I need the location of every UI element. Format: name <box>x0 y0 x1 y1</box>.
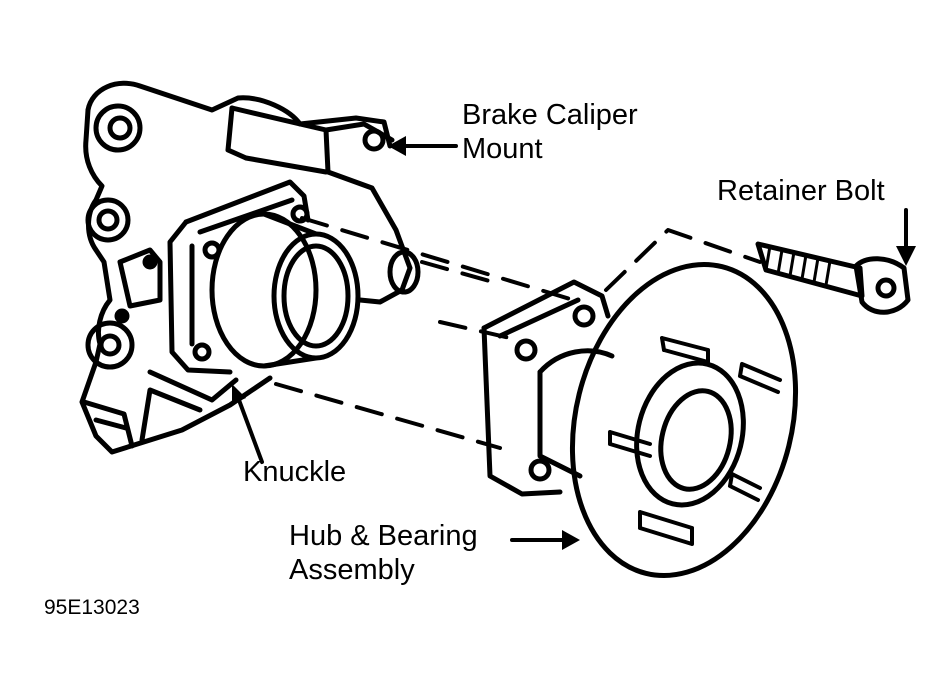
label-hub-bearing-line2: Assembly <box>289 554 415 586</box>
label-retainer-bolt: Retainer Bolt <box>717 175 885 207</box>
arrowhead-caliper <box>388 136 406 156</box>
label-brake-caliper-mount-line2: Mount <box>462 133 543 165</box>
arrowhead-knuckle <box>232 384 246 404</box>
knuckle-drawing <box>79 80 421 455</box>
hub-drawing <box>481 261 799 579</box>
arrowheads <box>232 136 916 550</box>
arrowhead-hub <box>562 530 580 550</box>
arrowhead-bolt <box>896 246 916 266</box>
label-knuckle: Knuckle <box>243 456 347 488</box>
retainer-bolt-drawing <box>755 241 911 315</box>
figure-code: 95E13023 <box>44 596 140 619</box>
label-hub-bearing-line1: Hub & Bearing <box>289 520 478 552</box>
label-brake-caliper-mount-line1: Brake Caliper <box>462 99 638 131</box>
